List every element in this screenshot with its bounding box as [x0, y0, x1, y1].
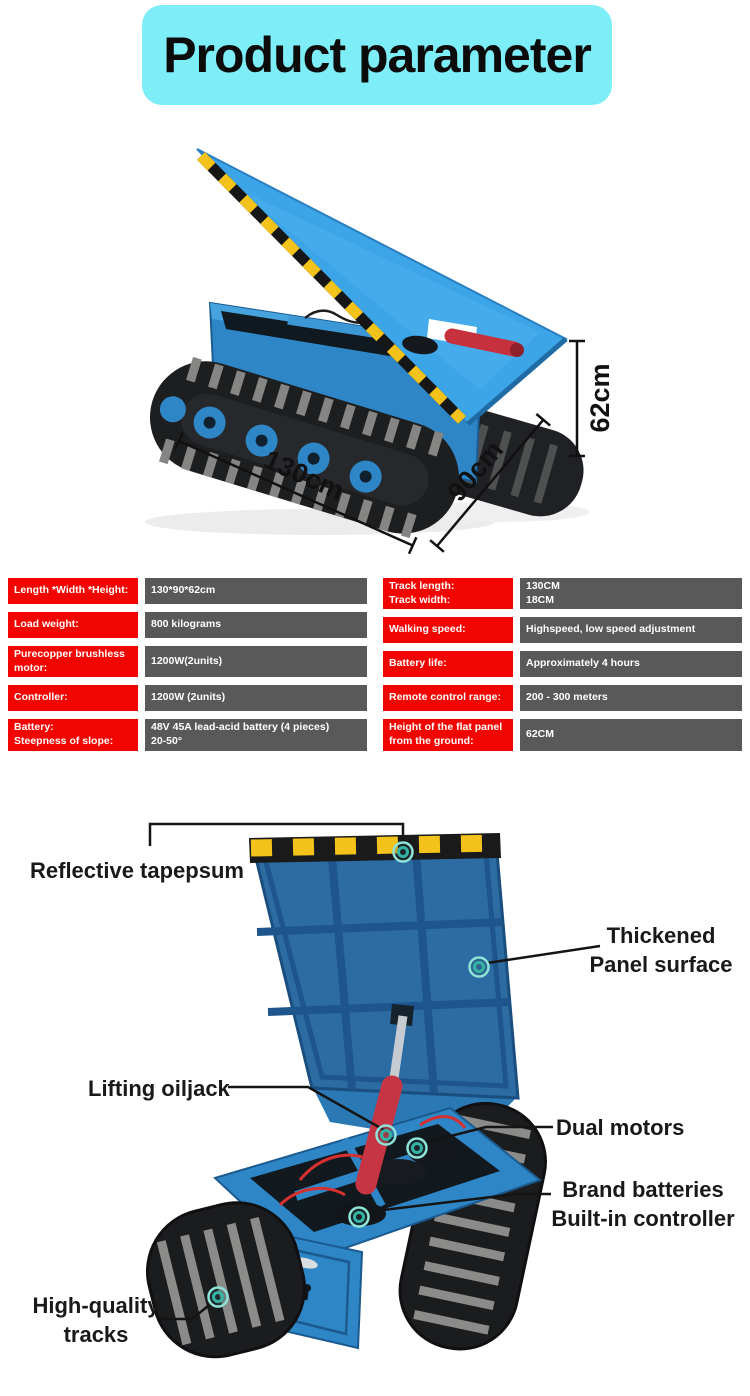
spec-row: Load weight: 800 kilograms [8, 612, 367, 638]
leader-tracks [158, 1301, 214, 1321]
spec-value: 800 kilograms [145, 612, 367, 638]
callout-reflective-tape: Reflective tapepsum [30, 858, 244, 883]
spec-row: Remote control range: 200 - 300 meters [383, 685, 742, 712]
spec-label: Walking speed: [383, 617, 513, 644]
target-marker-reflective-tape [392, 841, 414, 863]
spec-label: Controller: [8, 685, 138, 712]
callout-leader-lines [148, 822, 601, 1321]
spec-label: Length *Width *Height: [8, 578, 138, 604]
callout-thickened-panel: Thickened Panel surface [589, 923, 733, 978]
track-wheel [159, 396, 186, 423]
spec-value: Highspeed, low speed adjustment [520, 617, 742, 644]
spec-label: Remote control range: [383, 685, 513, 712]
page-title: Product parameter [163, 27, 592, 83]
hydraulic-cylinder [444, 328, 522, 357]
spec-column-right: Track length: Track width: 130CM 18CM Wa… [383, 578, 742, 751]
target-marker-brand-batteries [348, 1206, 370, 1228]
spec-value: 200 - 300 meters [520, 685, 742, 712]
spec-row: Height of the flat panel from the ground… [383, 719, 742, 751]
motor-block [402, 335, 438, 355]
spec-row: Length *Width *Height: 130*90*62cm [8, 578, 367, 604]
target-marker-dual-motors [406, 1137, 428, 1159]
callout-lifting-oiljack: Lifting oiljack [88, 1076, 230, 1101]
callout-dual-motors: Dual motors [556, 1115, 685, 1140]
lifting-jack [355, 1004, 414, 1195]
spec-row: Walking speed: Highspeed, low speed adju… [383, 617, 742, 644]
rubber-track-left [149, 356, 459, 542]
leader-thickened-panel [486, 944, 601, 965]
spec-row: Track length: Track width: 130CM 18CM [383, 578, 742, 610]
leader-lifting-oiljack [228, 1085, 385, 1132]
leader-reflective-tape [148, 822, 405, 846]
spec-label: Load weight: [8, 612, 138, 638]
spec-column-left: Length *Width *Height: 130*90*62cm Load … [8, 578, 367, 751]
wiring [419, 1115, 467, 1129]
spec-row: Battery life: Approximately 4 hours [383, 651, 742, 678]
hazard-stripe [197, 152, 466, 424]
spec-value: 1200W (2units) [145, 685, 367, 712]
hazard-stripe [249, 833, 501, 863]
spec-label: Height of the flat panel from the ground… [383, 719, 513, 751]
spec-value: 130CM 18CM [520, 578, 742, 610]
spec-value: 48V 45A lead-acid battery (4 pieces) 20-… [145, 719, 367, 751]
raised-panel [249, 833, 520, 1100]
spec-value: Approximately 4 hours [520, 651, 742, 678]
product-photo-features [145, 822, 601, 1359]
target-marker-tracks [207, 1286, 229, 1308]
spec-row: Battery: Steepness of slope: 48V 45A lea… [8, 719, 367, 751]
target-marker-thickened-panel [468, 956, 490, 978]
wiring [278, 1186, 346, 1207]
spec-value: 62CM [520, 719, 742, 751]
target-marker-lifting-oiljack [375, 1124, 397, 1146]
spec-table: Length *Width *Height: 130*90*62cm Load … [8, 578, 742, 751]
spec-label: Purecopper brushless motor: [8, 646, 138, 678]
callout-tracks: High-quality tracks [32, 1293, 160, 1348]
callout-brand-batteries: Brand batteries Built-in controller [551, 1177, 735, 1232]
leader-dual-motors [422, 1125, 553, 1145]
spec-label: Battery: Steepness of slope: [8, 719, 138, 751]
spec-label: Battery life: [383, 651, 513, 678]
spec-row: Purecopper brushless motor: 1200W(2units… [8, 646, 367, 678]
product-photo-dimensions: 130cm 90cm 62cm [145, 148, 615, 555]
leader-brand-batteries [365, 1192, 551, 1214]
spec-row: Controller: 1200W (2units) [8, 685, 367, 712]
title-badge: Product parameter [142, 5, 612, 105]
target-markers [207, 841, 490, 1308]
dimension-height-label: 62cm [585, 363, 615, 432]
spec-value: 130*90*62cm [145, 578, 367, 604]
dimension-height: 62cm [569, 339, 615, 458]
spec-label: Track length: Track width: [383, 578, 513, 610]
cylinder-cap [510, 343, 524, 357]
spec-value: 1200W(2units) [145, 646, 367, 678]
